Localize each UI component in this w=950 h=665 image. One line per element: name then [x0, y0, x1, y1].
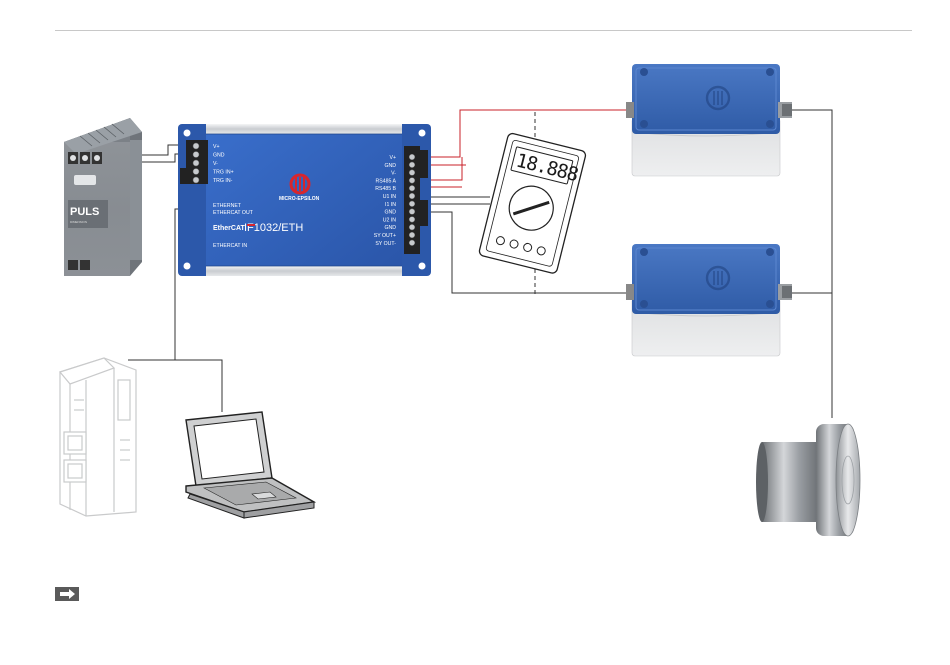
right-terminal-label: I1 IN — [385, 202, 396, 208]
plc-module — [60, 358, 136, 516]
svg-text:EtherCAT: EtherCAT — [213, 225, 245, 232]
right-terminal-label: V+ — [390, 155, 397, 161]
right-terminal-label: RS485 A — [376, 178, 397, 184]
left-port-label: ETHERNET — [213, 203, 242, 209]
left-terminal-screw — [193, 177, 199, 183]
left-terminal-label: V+ — [213, 144, 220, 150]
power-supply: PULS DIMENSION — [64, 118, 142, 276]
right-terminal-screw — [409, 217, 415, 223]
laptop — [186, 412, 314, 518]
left-port-label: ETHERCAT OUT — [213, 210, 254, 216]
arrow-right-icon — [55, 587, 79, 601]
left-terminal-label: TRG IN+ — [213, 170, 234, 176]
left-terminal-label: V- — [213, 161, 218, 167]
right-terminal-screw — [409, 232, 415, 238]
left-terminal-label: TRG IN- — [213, 178, 233, 184]
right-terminal-screw — [409, 185, 415, 191]
right-terminal-screw — [409, 201, 415, 207]
right-terminal-screw — [409, 162, 415, 168]
svg-text:DIMENSION: DIMENSION — [70, 220, 87, 224]
right-terminal-screw — [409, 224, 415, 230]
right-terminal-screw — [409, 193, 415, 199]
right-terminal-screw — [409, 154, 415, 160]
left-terminal-screw — [193, 160, 199, 166]
left-port-label: ETHERCAT IN — [213, 243, 247, 249]
power-supply-brand: PULS — [70, 206, 99, 218]
right-terminal-screw — [409, 178, 415, 184]
right-terminal-label: GND — [384, 210, 396, 216]
left-terminal-screw — [193, 169, 199, 175]
left-terminal-label: GND — [213, 153, 225, 159]
right-terminal-label: U1 IN — [383, 194, 397, 200]
sensor-unit-top — [626, 64, 792, 176]
right-terminal-label: RS485 B — [375, 186, 396, 192]
capacitive-probe — [756, 424, 860, 536]
right-terminal-screw — [409, 240, 415, 246]
controller-brand: MICRO-EPSILON — [279, 196, 320, 202]
sensor-unit-bottom — [626, 244, 792, 356]
left-terminal-screw — [193, 143, 199, 149]
controller-model: IF1032/ETH — [244, 222, 303, 234]
right-terminal-label: U2 IN — [383, 217, 397, 223]
right-terminal-label: SY OUT- — [375, 241, 396, 247]
right-terminal-label: SY OUT+ — [374, 233, 396, 239]
right-terminal-label: GND — [384, 225, 396, 231]
right-terminal-screw — [409, 170, 415, 176]
right-terminal-screw — [409, 209, 415, 215]
right-terminal-label: GND — [384, 163, 396, 169]
right-terminal-label: V- — [391, 171, 396, 177]
multimeter: 18.888 — [478, 132, 586, 274]
left-terminal-screw — [193, 152, 199, 158]
